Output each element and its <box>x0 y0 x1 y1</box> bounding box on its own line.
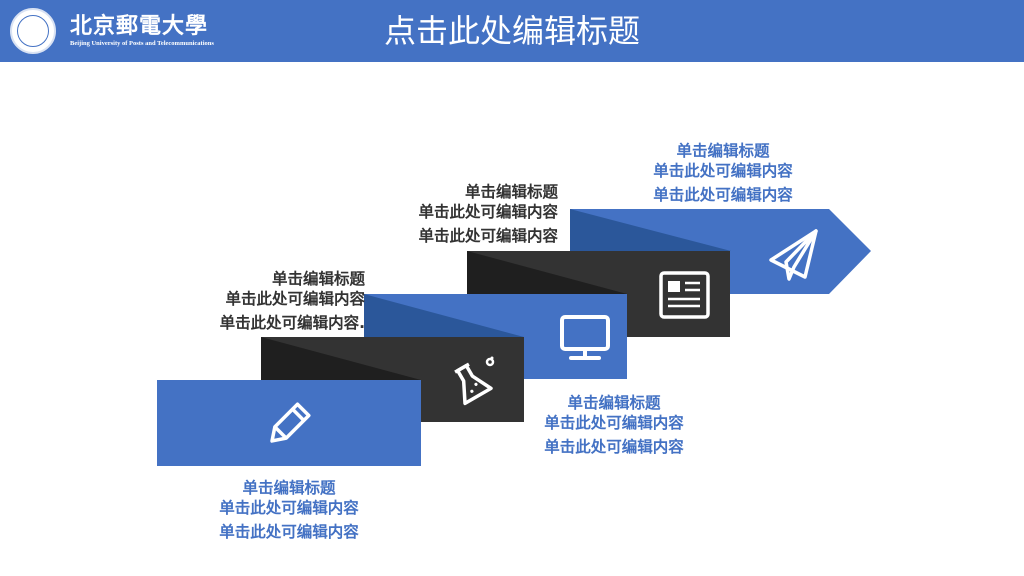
step-1-line1: 单击此处可编辑内容 <box>219 499 359 517</box>
step-5-text[interactable]: 单击编辑标题 单击此处可编辑内容 单击此处可编辑内容 <box>623 141 823 209</box>
header-bar: 北京郵電大學 Beijing University of Posts and T… <box>0 0 1024 62</box>
flask-icon <box>454 356 495 406</box>
step-5-line1: 单击此处可编辑内容 <box>653 162 793 180</box>
step-3-line2: 单击此处可编辑内容 <box>544 438 684 456</box>
university-name: 北京郵電大學 <box>70 13 209 39</box>
step-5-line2: 单击此处可编辑内容 <box>653 186 793 204</box>
step-1-heading: 单击编辑标题 <box>242 479 336 497</box>
university-logo <box>10 8 56 54</box>
monitor-icon <box>560 315 610 360</box>
step-3-text[interactable]: 单击编辑标题 单击此处可编辑内容 单击此处可编辑内容 <box>514 393 714 461</box>
step-4-heading: 单击编辑标题 <box>464 183 558 201</box>
step-1-text[interactable]: 单击编辑标题 单击此处可编辑内容 单击此处可编辑内容 <box>189 478 389 546</box>
step-4-line1: 单击此处可编辑内容 <box>418 203 558 221</box>
step-2-text[interactable]: 单击编辑标题 单击此处可编辑内容 单击此处可编辑内容. <box>150 269 365 337</box>
pencil-icon <box>270 402 311 443</box>
step-2-line2: 单击此处可编辑内容. <box>219 314 365 332</box>
step-1-line2: 单击此处可编辑内容 <box>219 523 359 541</box>
step-5-heading: 单击编辑标题 <box>676 142 770 160</box>
step-2-heading: 单击编辑标题 <box>271 270 365 288</box>
step-3-line1: 单击此处可编辑内容 <box>544 414 684 432</box>
slide-title[interactable]: 点击此处编辑标题 <box>383 12 640 50</box>
step-2-line1: 单击此处可编辑内容 <box>225 290 365 308</box>
step-4-text[interactable]: 单击编辑标题 单击此处可编辑内容 单击此处可编辑内容 <box>345 182 558 250</box>
paper-plane-icon <box>769 229 818 281</box>
step-1-block <box>157 380 421 466</box>
step-4-line2: 单击此处可编辑内容 <box>418 227 558 245</box>
university-english-name: Beijing University of Posts and Telecomm… <box>70 40 214 47</box>
newspaper-icon <box>659 271 710 319</box>
step-3-heading: 单击编辑标题 <box>567 394 661 412</box>
